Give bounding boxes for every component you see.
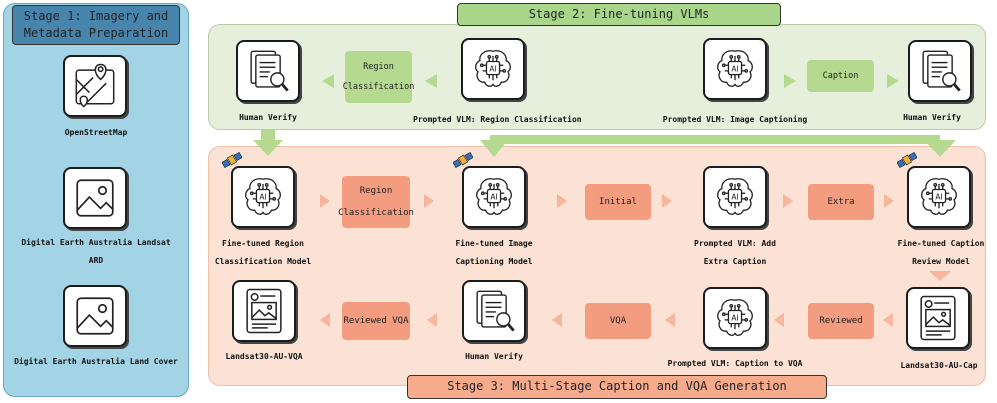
cap-dataset-icon <box>906 287 970 349</box>
stage2-label-vlm-region: Prompted VLM: Region Classification <box>413 115 582 124</box>
stage3-label-vqa-dataset: Landsat30-AU-VQA <box>225 352 303 361</box>
stage2-label-vlm-caption: Prompted VLM: Image Captioning <box>662 115 808 124</box>
human-verify-left-doc-icon <box>236 40 300 102</box>
stage3-label-ft-region: Fine-tuned Region Classification Model <box>214 239 312 266</box>
stage3-label-ft-caption: Fine-tuned Image Captioning Model <box>455 239 533 266</box>
stage3-box-reviewed-vqa: Reviewed VQA <box>342 302 410 340</box>
land-cover-image-icon <box>63 285 127 347</box>
stage3-title: Stage 3: Multi-Stage Caption and VQA Gen… <box>407 375 827 399</box>
stage2-box-caption: Caption <box>807 60 874 92</box>
vlm-vqa-ai-icon <box>703 287 767 349</box>
satellite-icon-2 <box>453 152 473 168</box>
stage1-label-landcover: Digital Earth Australia Land Cover <box>14 357 178 366</box>
stage3-box-reviewed: Reviewed <box>808 303 874 339</box>
stage2-label-hv-left: Human Verify <box>239 113 297 122</box>
satellite-icon-1 <box>222 152 242 168</box>
stage3-label-human-verify: Human Verify <box>465 352 523 361</box>
stage1-title: Stage 1: Imagery and Metadata Preparatio… <box>12 5 180 45</box>
stage3-label-vlm-vqa: Prompted VLM: Caption to VQA <box>667 359 803 368</box>
vlm-extra-ai-icon <box>703 166 767 228</box>
vlm-region-ai-icon <box>461 38 525 100</box>
vqa-dataset-icon <box>232 280 296 342</box>
stage3-box-region: Region Classification <box>338 176 414 228</box>
stage3-panel <box>208 146 986 386</box>
satellite-icon-3 <box>897 152 917 168</box>
vlm-caption-ai-icon <box>703 38 767 100</box>
landsat-ard-image-icon <box>63 167 127 229</box>
stage2-label-hv-right: Human Verify <box>903 113 961 122</box>
arrow-bar-stem <box>490 135 940 144</box>
stage3-label-vlm-extra: Prompted VLM: Add Extra Caption <box>694 239 776 266</box>
stage3-box-extra: Extra <box>808 184 874 220</box>
stage3-label-cap-dataset: Landsat30-AU-Cap <box>900 361 978 370</box>
stage3-label-ft-review: Fine-tuned Caption Review Model <box>897 239 985 266</box>
stage1-label-ard: Digital Earth Australia Landsat ARD <box>21 238 171 265</box>
stage3-box-initial: Initial <box>585 184 651 220</box>
stage1-label-osm: OpenStreetMap <box>64 128 128 137</box>
human-verify-doc-icon <box>462 280 526 342</box>
ft-review-ai-icon <box>907 166 971 228</box>
stage3-box-vqa: VQA <box>585 303 651 339</box>
ft-caption-ai-icon <box>462 166 526 228</box>
stage2-box-region: Region Classification <box>343 51 414 103</box>
openstreetmap-icon <box>63 55 127 117</box>
stage2-title: Stage 2: Fine-tuning VLMs <box>457 3 781 26</box>
human-verify-right-doc-icon <box>908 40 972 102</box>
ft-region-ai-icon <box>231 166 295 228</box>
arrow-hv-left-stem <box>261 130 275 140</box>
